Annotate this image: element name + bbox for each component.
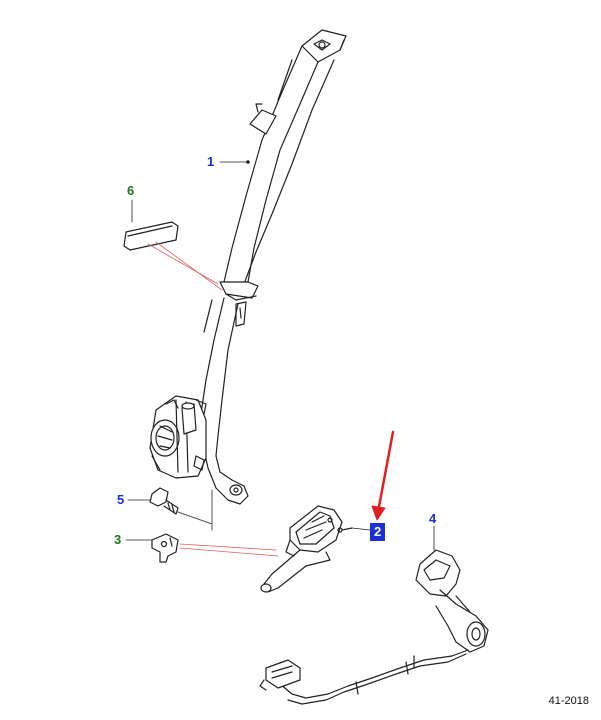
red-arrow xyxy=(371,430,395,521)
buckle-stalk xyxy=(260,505,353,593)
buckle-with-harness xyxy=(259,549,489,705)
cover-pad xyxy=(123,221,179,251)
seat-belt-webbing xyxy=(197,29,347,505)
callout-3[interactable]: 3 xyxy=(114,532,122,547)
callout-6[interactable]: 6 xyxy=(127,183,135,198)
diagram-reference-number: 41-2018 xyxy=(548,695,589,707)
assembly-lines xyxy=(177,489,213,531)
mounting-bracket xyxy=(151,533,179,563)
callout-2-highlighted[interactable]: 2 xyxy=(369,523,386,541)
callout-5[interactable]: 5 xyxy=(117,492,125,507)
callout-4[interactable]: 4 xyxy=(429,511,437,526)
leader-lines xyxy=(147,241,279,557)
retractor-assembly xyxy=(149,395,207,479)
anchor-bolt xyxy=(149,487,179,515)
callout-leaders xyxy=(125,160,435,551)
callout-1[interactable]: 1 xyxy=(207,154,215,169)
